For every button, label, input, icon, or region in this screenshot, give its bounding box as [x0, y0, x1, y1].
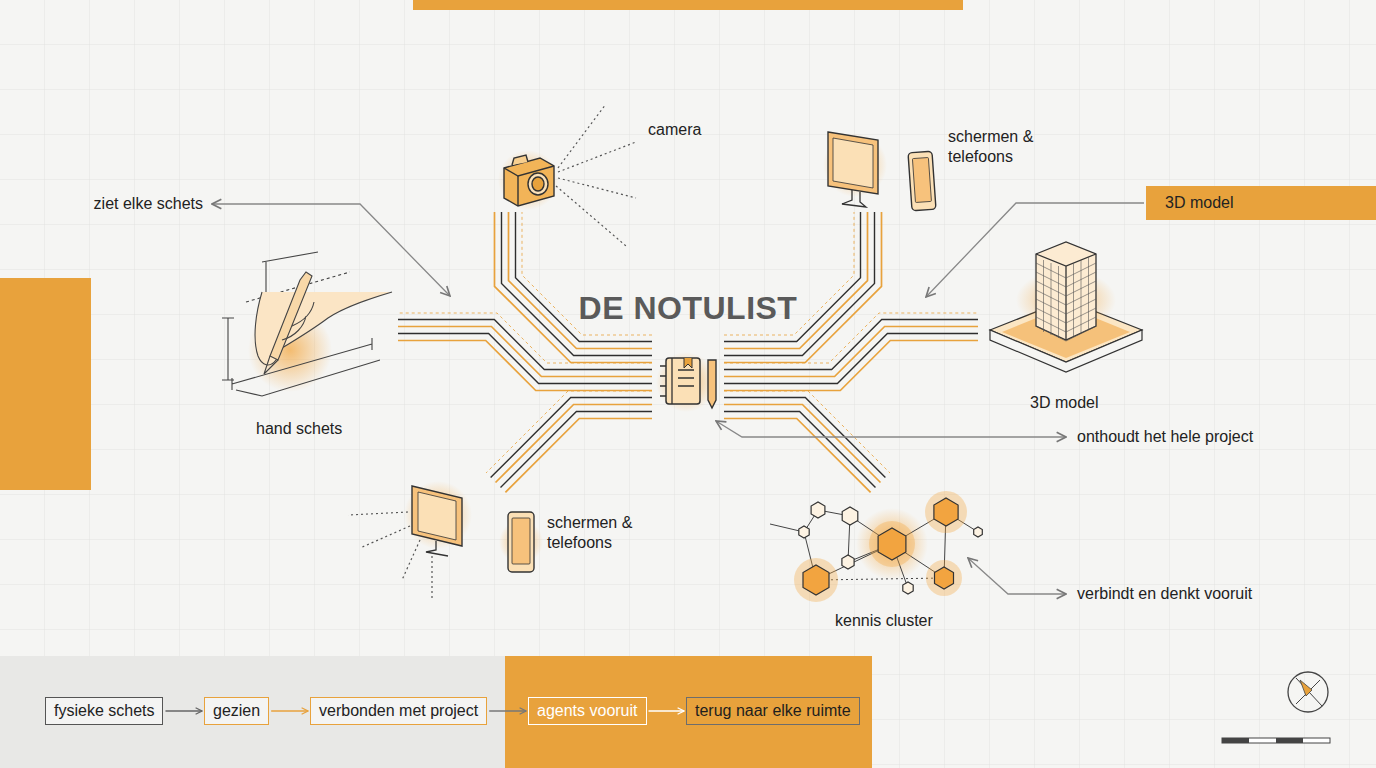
wire	[496, 405, 653, 483]
hexagon	[934, 498, 958, 526]
hexagon	[799, 526, 809, 538]
process-box: terug naar elke ruimte	[686, 697, 860, 725]
top-bar	[413, 0, 963, 10]
hexagon	[935, 567, 954, 589]
camera-icon	[498, 104, 636, 246]
flow-arrow	[165, 710, 202, 712]
flow-arrow	[489, 710, 526, 712]
wire	[724, 320, 978, 370]
callout-label: 3D model	[1030, 393, 1098, 413]
bottom-band-orange	[505, 656, 872, 768]
node-text: verbonden met project	[319, 701, 478, 721]
wire	[491, 398, 652, 478]
scale-bar	[1222, 738, 1330, 743]
wire	[509, 212, 653, 349]
tag-box: 3D model	[1146, 186, 1376, 220]
wire	[502, 212, 653, 356]
diagram-title: DE NOTULIST	[579, 290, 798, 327]
node-text: agents vooruit	[537, 701, 638, 721]
side-block	[0, 278, 91, 490]
wire	[724, 212, 875, 356]
flow-arrow	[649, 710, 684, 712]
callout-label: ziet elke schets	[94, 194, 203, 214]
callout-label: schermen & telefoons	[547, 513, 639, 553]
hexagon	[842, 507, 858, 525]
wire	[495, 212, 653, 363]
process-box: agents vooruit	[528, 697, 647, 725]
callout-label: kennis cluster	[835, 611, 933, 631]
callout-label: verbindt en denkt vooruit	[1077, 584, 1252, 604]
hexagon	[803, 565, 829, 595]
callout-label: onthoudt het hele project	[1077, 427, 1253, 447]
process-box: fysieke schets	[45, 697, 163, 725]
hexagon	[811, 502, 825, 518]
hexagon	[974, 527, 983, 537]
callout-label: camera	[648, 120, 701, 140]
screens-icon	[823, 132, 936, 211]
node-text: gezien	[213, 701, 260, 721]
process-box: gezien	[204, 697, 269, 725]
hexagon	[903, 582, 913, 594]
wire-bundle	[398, 212, 652, 492]
knowledge-cluster	[770, 491, 982, 602]
hexagon	[878, 528, 906, 560]
wire	[724, 412, 876, 488]
bottom-band	[0, 656, 505, 768]
node-text: terug naar elke ruimte	[695, 701, 851, 721]
wire	[486, 391, 652, 473]
wire	[724, 391, 890, 473]
notebook-icon	[656, 352, 716, 412]
hexagon	[842, 555, 854, 569]
wire	[501, 412, 653, 488]
compass	[1288, 672, 1328, 712]
wire	[724, 405, 881, 483]
screens-icon	[348, 481, 543, 600]
wire	[724, 419, 871, 493]
node-text: fysieke schets	[54, 701, 154, 721]
leader-line	[212, 203, 1144, 594]
wire	[505, 419, 652, 493]
wire	[398, 320, 652, 370]
node-text: 3D model	[1165, 193, 1233, 213]
process-box: verbonden met project	[310, 697, 487, 725]
hand-sketch	[222, 252, 392, 396]
building-model	[990, 242, 1142, 372]
wire-bundle	[724, 212, 978, 492]
flow-arrow	[271, 710, 308, 712]
callout-label: schermen & telefoons	[948, 127, 1040, 167]
wire	[724, 212, 882, 363]
wire	[724, 212, 868, 349]
callout-label: hand schets	[256, 419, 342, 439]
